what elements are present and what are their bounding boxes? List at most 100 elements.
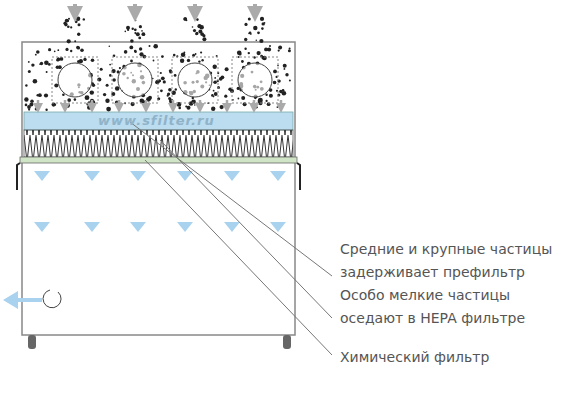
particle [67, 26, 70, 29]
particle [214, 77, 216, 79]
particle [244, 48, 246, 50]
particle [35, 54, 37, 56]
particle [202, 34, 205, 37]
particle [37, 94, 40, 97]
particle [48, 63, 51, 66]
particle [288, 49, 291, 52]
particle [160, 72, 162, 74]
particle [77, 33, 80, 36]
particle [241, 60, 244, 63]
particle [175, 88, 177, 90]
particle [260, 17, 264, 21]
air-arrow [177, 222, 193, 232]
particle [129, 46, 133, 50]
particle [248, 17, 251, 20]
dust-particles [24, 17, 291, 112]
particle [255, 39, 257, 41]
particle [106, 107, 111, 112]
particle [105, 99, 109, 103]
particle [273, 70, 277, 74]
particle [92, 84, 95, 87]
particle [76, 17, 80, 21]
wheel [28, 335, 36, 349]
particle [197, 24, 201, 28]
particle [140, 98, 145, 103]
air-arrow [224, 171, 240, 181]
particle [70, 26, 72, 28]
particle [132, 28, 134, 30]
particle [68, 18, 70, 20]
particle [184, 17, 188, 21]
particle [112, 78, 116, 82]
air-flow-arrows [34, 4, 286, 232]
particle [139, 25, 142, 28]
particle [138, 37, 141, 40]
particle [174, 74, 177, 77]
watermark: www.sfilter.ru [98, 113, 215, 128]
particle [211, 107, 215, 111]
fan-housing [172, 57, 218, 103]
particle [282, 91, 287, 96]
particle [285, 73, 288, 76]
particle [109, 46, 111, 48]
inflow-arrow [133, 4, 137, 14]
particle [75, 20, 78, 23]
particle [83, 18, 85, 20]
particle [149, 45, 151, 47]
particle [139, 47, 142, 50]
fan [118, 63, 152, 97]
fan-housing [52, 57, 98, 103]
particle [184, 52, 186, 54]
wheel [283, 335, 291, 349]
particle [277, 106, 279, 108]
particle [109, 74, 112, 77]
particle [289, 47, 291, 49]
particle [85, 95, 90, 100]
particle [202, 37, 206, 41]
air-arrow [34, 222, 50, 232]
callout-label: Средние и крупные частицы задерживает пр… [340, 238, 558, 284]
particle [83, 58, 86, 61]
particle [56, 66, 60, 70]
particle [119, 67, 121, 69]
particle [109, 64, 111, 66]
particle [40, 62, 43, 65]
air-arrow [270, 171, 286, 181]
particle [160, 89, 163, 92]
particle [153, 44, 158, 49]
particle [269, 94, 273, 98]
inflow-arrow [73, 4, 77, 14]
particle [161, 76, 165, 80]
flow-arrow [253, 100, 256, 108]
chemical-filter [20, 157, 297, 163]
fans [52, 57, 278, 103]
particle [142, 32, 146, 36]
prefilter [24, 112, 293, 130]
particle [262, 56, 267, 61]
particle [54, 84, 58, 88]
inflow-arrow [193, 4, 197, 14]
particle [167, 95, 169, 97]
particle [273, 81, 276, 84]
particle [115, 86, 120, 91]
particle [24, 97, 28, 101]
particle [46, 71, 48, 73]
particle [25, 84, 27, 86]
particle [265, 94, 267, 96]
air-arrow [34, 171, 50, 181]
particle [57, 58, 61, 62]
particle [65, 48, 68, 51]
particle [124, 50, 128, 54]
flow-arrow [64, 100, 67, 108]
particle [257, 31, 260, 34]
flow-arrow [280, 100, 283, 108]
air-arrow [224, 222, 240, 232]
particle [127, 29, 129, 31]
flow-arrow [37, 100, 40, 108]
fan [58, 63, 92, 97]
flow-arrow [118, 100, 121, 108]
particle [78, 23, 81, 26]
particle [273, 81, 277, 85]
particle [192, 26, 194, 28]
particle [74, 98, 77, 101]
